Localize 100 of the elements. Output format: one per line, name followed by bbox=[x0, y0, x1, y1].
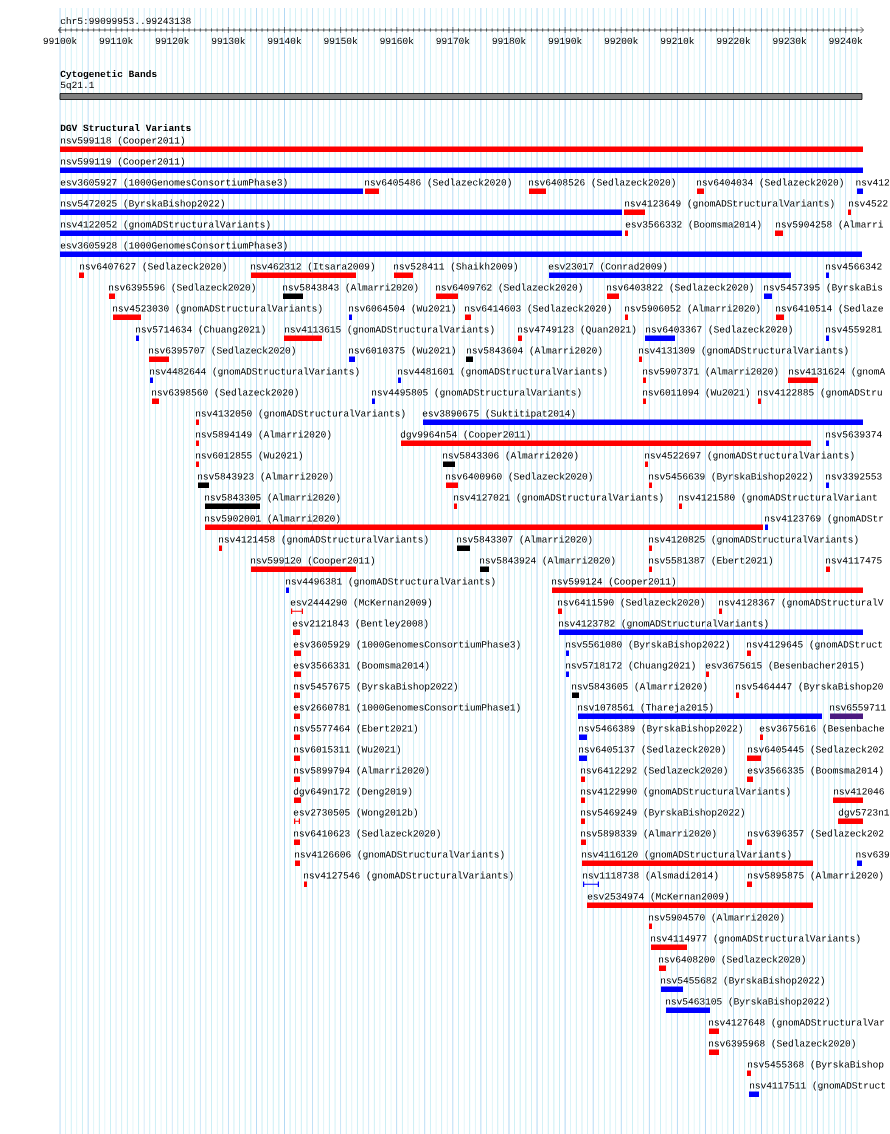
variant-label: nsv6404034 (Sedlazeck2020) bbox=[697, 178, 843, 188]
variant-label: nsv4116120 (gnomADStructuralVariants) bbox=[582, 850, 791, 860]
band-label: 5q21.1 bbox=[60, 81, 94, 90]
tick-label: 99220k bbox=[717, 37, 751, 45]
variant-label: nsv4123782 (gnomADStructuralVariants) bbox=[559, 619, 768, 629]
variant-label: nsv6405137 (Sedlazeck2020) bbox=[579, 745, 725, 755]
variant-label: nsv4126606 (gnomADStructuralVariants) bbox=[295, 850, 504, 860]
variant-label: nsv5561080 (ByrskaBishop2022) bbox=[566, 640, 729, 650]
variant-label: nsv4123769 (gnomADStr bbox=[765, 514, 884, 524]
variant-label: nsv6412292 (Sedlazeck2020) bbox=[581, 766, 727, 776]
variant-label: nsv599124 (Cooper2011) bbox=[552, 577, 675, 587]
variant-label: esv3605927 (1000GenomesConsortiumPhase3) bbox=[60, 178, 287, 188]
variant-label: nsv5463105 (ByrskaBishop2022) bbox=[666, 997, 829, 1007]
variant-label: nsv5639374 bbox=[826, 431, 882, 438]
tick-label: 99190k bbox=[548, 37, 582, 45]
variant-label: nsv4121458 (gnomADStructuralVariants) bbox=[219, 535, 428, 545]
variant-label: nsv6011094 (Wu2021) bbox=[643, 388, 749, 398]
variant-label: nsv4522697 (gnomADStructuralVariants) bbox=[645, 451, 854, 461]
variant-label: nsv5904258 (Almarri bbox=[776, 220, 883, 230]
variant-label: nsv462312 (Itsara2009) bbox=[251, 262, 374, 272]
variant-label: nsv5456639 (ByrskaBishop2022) bbox=[649, 472, 812, 482]
variant-label: nsv6414603 (Sedlazeck2020) bbox=[465, 304, 611, 314]
variant-label: nsv4481601 (gnomADStructuralVariants) bbox=[398, 367, 607, 377]
variant-label: nsv3392553 bbox=[826, 473, 882, 480]
variant-label: esv3566332 (Boomsma2014) bbox=[625, 220, 761, 230]
variant-label: esv23017 (Conrad2009) bbox=[548, 262, 667, 272]
variant-label: esv3605928 (1000GenomesConsortiumPhase3) bbox=[60, 241, 287, 251]
variant-label: nsv6015311 (Wu2021) bbox=[294, 745, 400, 755]
variant-label: nsv4127648 (gnomADStructuralVar bbox=[709, 1018, 885, 1028]
tick-label: 99100k bbox=[43, 37, 77, 45]
variant-label: nsv5906052 (Almarri2020) bbox=[625, 304, 760, 314]
variant-label: nsv6396357 (Sedlazeck202 bbox=[748, 829, 884, 839]
tick-label: 99170k bbox=[436, 37, 470, 45]
tick-label: 99240k bbox=[829, 37, 863, 45]
variant-label: nsv6012855 (Wu2021) bbox=[196, 451, 302, 461]
variant-label: nsv4127546 (gnomADStructuralVariants) bbox=[304, 871, 513, 881]
tick-label: 99150k bbox=[324, 37, 358, 45]
tick-label: 99200k bbox=[604, 37, 638, 45]
variant-label: dgv5723n1 bbox=[838, 808, 890, 818]
track-title: DGV Structural Variants bbox=[60, 124, 191, 132]
variant-label: nsv6395707 (Sedlazeck2020) bbox=[149, 346, 295, 356]
variant-label: nsv6408526 (Sedlazeck2020) bbox=[529, 178, 675, 188]
variant-label: esv2660781 (1000GenomesConsortiumPhase1) bbox=[293, 703, 520, 713]
variant-label: esv3675615 (Besenbacher2015) bbox=[705, 661, 864, 671]
variant-label: dgv9964n54 (Cooper2011) bbox=[400, 430, 530, 440]
tick-label: 99210k bbox=[660, 37, 694, 45]
variant-label: nsv4523030 (gnomADStructuralVariants) bbox=[113, 304, 322, 314]
variant-label: nsv4566342 bbox=[826, 263, 882, 270]
variant-label: nsv5457395 (ByrskaBis bbox=[764, 283, 883, 293]
variant-label: nsv5902001 (Almarri2020) bbox=[205, 514, 340, 524]
variant-label: esv3566335 (Boomsma2014) bbox=[747, 766, 883, 776]
variant-label: nsv4117475 bbox=[826, 557, 882, 564]
variant-label: nsv4496381 (gnomADStructuralVariants) bbox=[286, 577, 495, 587]
variant-label: nsv6410623 (Sedlazeck2020) bbox=[294, 829, 440, 839]
variant-label: nsv4121580 (gnomADStructuralVariant bbox=[679, 493, 877, 503]
variant-label: nsv6408200 (Sedlazeck2020) bbox=[659, 955, 805, 965]
variant-label: nsv4482644 (gnomADStructuralVariants) bbox=[150, 367, 359, 377]
variant-label: nsv4128367 (gnomADStructuralV bbox=[719, 598, 884, 608]
track-title: Cytogenetic Bands bbox=[60, 70, 157, 79]
variant-label: nsv412046 bbox=[834, 788, 884, 795]
variant-label: nsv4131309 (gnomADStructuralVariants) bbox=[639, 346, 848, 356]
variant-label: nsv6409762 (Sedlazeck2020) bbox=[436, 283, 582, 293]
variant-label: nsv5895875 (Almarri2020) bbox=[748, 871, 883, 881]
variant-label: esv2534974 (McKernan2009) bbox=[587, 892, 729, 902]
variant-label: esv3566331 (Boomsma2014) bbox=[293, 661, 429, 671]
variant-label: nsv5469249 (ByrskaBishop2022) bbox=[581, 808, 744, 818]
variant-label: esv3675616 (Besenbache bbox=[759, 724, 884, 734]
variant-label: nsv4127021 (gnomADStructuralVariants) bbox=[454, 493, 663, 503]
variant-label: nsv6410514 (Sedlaze bbox=[776, 304, 883, 314]
variant-label: nsv4123649 (gnomADStructuralVariants) bbox=[625, 199, 834, 209]
variant-label: nsv6405486 (Sedlazeck2020) bbox=[365, 178, 511, 188]
variant-label: nsv528411 (Shaikh2009) bbox=[394, 262, 517, 272]
variant-label: nsv5581387 (Ebert2021) bbox=[649, 556, 772, 566]
variant-label: nsv4129645 (gnomADStruct bbox=[747, 640, 882, 650]
variant-label: esv3605929 (1000GenomesConsortiumPhase3) bbox=[293, 640, 520, 650]
variant-label: nsv5455682 (ByrskaBishop2022) bbox=[661, 976, 824, 986]
variant-label: nsv4117511 (gnomADStruct bbox=[750, 1081, 885, 1091]
tick-label: 99180k bbox=[492, 37, 526, 45]
variant-label: nsv4122052 (gnomADStructuralVariants) bbox=[61, 220, 270, 230]
variant-label: nsv5843843 (Almarri2020) bbox=[283, 283, 418, 293]
locus-label: chr5:99099953..99243138 bbox=[60, 17, 191, 25]
variant-label: nsv6398560 (Sedlazeck2020) bbox=[152, 388, 298, 398]
tick-label: 99160k bbox=[380, 37, 414, 45]
tick-label: 99130k bbox=[211, 37, 245, 45]
tick-label: 99110k bbox=[99, 37, 133, 45]
variant-label: nsv599120 (Cooper2011) bbox=[251, 556, 374, 566]
variant-label: nsv6407627 (Sedlazeck2020) bbox=[80, 262, 226, 272]
variant-label: nsv6403822 (Sedlazeck2020) bbox=[607, 283, 753, 293]
variant-label: nsv4122990 (gnomADStructuralVariants) bbox=[581, 787, 790, 797]
variant-label: nsv4495805 (gnomADStructuralVariants) bbox=[372, 388, 581, 398]
variant-label: nsv4132050 (gnomADStructuralVariants) bbox=[196, 409, 405, 419]
variant-label: nsv5894149 (Almarri2020) bbox=[196, 430, 331, 440]
variant-label: nsv412 bbox=[856, 179, 890, 186]
variant-label: esv2444290 (McKernan2009) bbox=[290, 598, 432, 608]
variant-label: nsv599118 (Cooper2011) bbox=[61, 136, 184, 146]
variant-label: nsv4120825 (gnomADStructuralVariants) bbox=[649, 535, 858, 545]
variant-label: nsv4522 bbox=[849, 200, 888, 207]
variant-label: nsv6395596 (Sedlazeck2020) bbox=[109, 283, 255, 293]
variant-label: esv2730505 (Wong2012b) bbox=[293, 808, 417, 818]
variant-label: nsv5843605 (Almarri2020) bbox=[572, 682, 707, 692]
